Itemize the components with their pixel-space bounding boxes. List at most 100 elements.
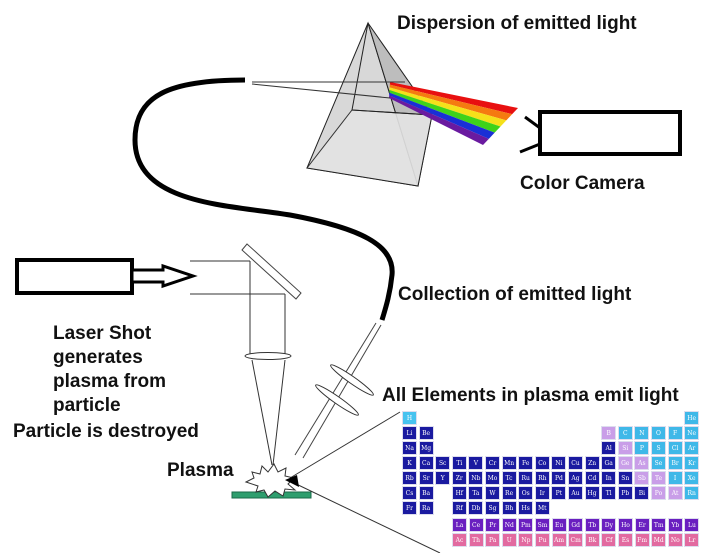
elements-label: All Elements in plasma emit light	[382, 385, 679, 406]
element-cell: B	[601, 426, 617, 440]
element-cell: Cu	[568, 456, 583, 470]
element-cell: Mo	[485, 471, 500, 485]
camera-label: Color Camera	[520, 173, 645, 194]
element-cell: C	[617, 426, 633, 440]
element-cell: He	[684, 411, 700, 425]
lanthanide-cell: Lu	[684, 518, 700, 532]
lanthanide-cell: Sm	[535, 518, 550, 532]
element-cell: S	[651, 441, 666, 455]
incoming-light-ray	[251, 83, 391, 99]
element-cell: Hs	[518, 501, 534, 515]
pointer-line	[289, 411, 401, 479]
element-cell: I	[667, 471, 683, 485]
element-cell: Db	[468, 501, 484, 515]
lanthanide-cell: Pm	[518, 518, 534, 532]
element-cell: Se	[651, 456, 666, 470]
element-cell: Ta	[468, 486, 484, 500]
element-cell: Re	[501, 486, 517, 500]
lanthanide-cell: Ho	[618, 518, 633, 532]
laser-label-line-3: plasma from	[53, 371, 166, 392]
actinide-cell: Np	[518, 533, 534, 547]
actinide-cell: Th	[468, 533, 484, 547]
focusing-lens	[244, 352, 292, 360]
element-cell: Li	[402, 426, 417, 440]
laser-source	[15, 258, 134, 295]
lanthanide-cell: La	[452, 518, 467, 532]
element-cell: Ga	[601, 456, 617, 470]
lanthanide-cell: Nd	[501, 518, 517, 532]
element-cell: N	[634, 426, 650, 440]
element-cell: F	[667, 426, 683, 440]
element-cell: Ar	[684, 441, 700, 455]
actinide-cell: No	[667, 533, 683, 547]
element-cell: Mn	[501, 456, 517, 470]
spectrum-band	[389, 87, 507, 127]
element-cell: Al	[601, 441, 617, 455]
element-cell: K	[402, 456, 417, 470]
element-cell: Sg	[485, 501, 500, 515]
element-cell: Ni	[551, 456, 567, 470]
element-cell: V	[468, 456, 484, 470]
element-cell: Bh	[501, 501, 517, 515]
element-cell: Rb	[402, 471, 417, 485]
focused-beam	[272, 359, 286, 466]
element-cell: Pb	[617, 486, 633, 500]
actinide-cell: Cf	[601, 533, 617, 547]
laser-label-line-1: Laser Shot	[53, 323, 152, 344]
spectrum-band	[389, 84, 513, 121]
element-cell: Rh	[534, 471, 550, 485]
lanthanide-cell: Dy	[601, 518, 617, 532]
element-cell: Po	[651, 486, 666, 500]
element-cell: Ca	[418, 456, 434, 470]
element-cell: At	[667, 486, 683, 500]
element-cell: Sr	[418, 471, 434, 485]
destroyed-label: Particle is destroyed	[13, 421, 199, 442]
element-cell: Tl	[601, 486, 617, 500]
actinide-cell: Am	[551, 533, 567, 547]
dispersion-label: Dispersion of emitted light	[397, 13, 637, 34]
element-cell: Y	[435, 471, 451, 485]
element-cell: Pt	[551, 486, 567, 500]
lanthanide-cell: Eu	[551, 518, 567, 532]
element-cell: Hg	[584, 486, 600, 500]
spectrum-band	[389, 92, 495, 139]
actinide-cell: Lr	[684, 533, 700, 547]
element-cell: Sn	[617, 471, 633, 485]
element-cell: W	[485, 486, 500, 500]
collection-label: Collection of emitted light	[398, 284, 632, 305]
element-cell: Zn	[584, 456, 600, 470]
element-cell: Si	[617, 441, 633, 455]
focused-beam	[251, 359, 273, 466]
element-cell: As	[634, 456, 650, 470]
element-cell: Ru	[518, 471, 534, 485]
element-cell: P	[634, 441, 650, 455]
actinide-cell: Fm	[634, 533, 650, 547]
optical-fiber	[132, 77, 395, 321]
element-cell: Cr	[485, 456, 500, 470]
element-cell: Sb	[634, 471, 650, 485]
actinide-cell: Es	[618, 533, 633, 547]
element-cell: Rf	[451, 501, 467, 515]
collected-light-ray	[294, 322, 377, 456]
lanthanide-cell: Yb	[667, 518, 683, 532]
camera-lens-line	[524, 115, 541, 130]
element-cell: Zr	[451, 471, 467, 485]
pointer-line	[291, 481, 441, 553]
laser-label-line-4: particle	[53, 395, 121, 416]
element-cell: H	[402, 411, 417, 425]
element-cell: Fe	[518, 456, 534, 470]
element-cell: Sc	[435, 456, 451, 470]
lanthanide-cell: Ce	[468, 518, 484, 532]
element-cell: Ba	[418, 486, 434, 500]
element-cell: Kr	[684, 456, 700, 470]
collected-light-ray	[302, 324, 382, 459]
element-cell: Hf	[451, 486, 467, 500]
element-cell: Te	[651, 471, 666, 485]
element-cell: Mg	[418, 441, 434, 455]
lanthanide-cell: Er	[634, 518, 650, 532]
element-cell: Co	[534, 456, 550, 470]
laser-arrow-icon	[130, 263, 198, 289]
plasma-label: Plasma	[167, 460, 234, 481]
element-cell: Na	[402, 441, 417, 455]
